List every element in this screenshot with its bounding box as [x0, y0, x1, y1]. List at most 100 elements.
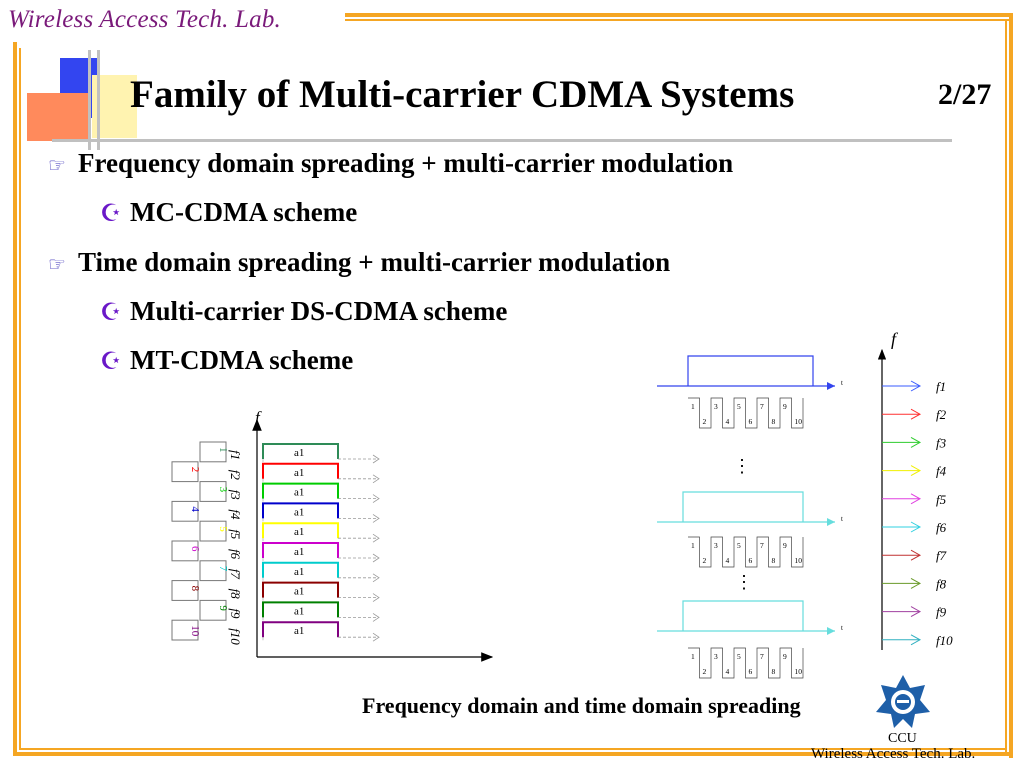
chip-number: 3 — [714, 652, 718, 661]
axis-label-f: f — [255, 408, 262, 427]
freq-label: f4 — [936, 464, 947, 479]
symbol-label: a1 — [294, 586, 304, 598]
chip-number: 3 — [714, 402, 718, 411]
chip-number: 10 — [795, 667, 803, 676]
chip-box: 2 — [171, 461, 201, 483]
chip-number: 4 — [189, 506, 201, 512]
symbol-label: a1 — [294, 467, 304, 479]
chip-number: 2 — [189, 467, 201, 473]
chip-number: 1 — [691, 652, 695, 661]
pointing-hand-icon: ☞ — [48, 254, 66, 276]
freq-label: f9 — [228, 608, 243, 619]
subcarrier-row: a1 — [262, 482, 380, 503]
subcarrier-row: a1 — [262, 502, 380, 523]
chip-number: 5 — [737, 402, 741, 411]
symbol-label: a1 — [294, 566, 304, 578]
freq-label: f7 — [936, 548, 947, 563]
chip-number: 6 — [189, 546, 201, 552]
chip-box: 4 — [171, 500, 201, 522]
subcarrier-row: a1 — [262, 462, 380, 484]
chip-number: 6 — [749, 667, 753, 676]
freq-label: f10 — [936, 633, 953, 648]
freq-label: f1 — [228, 450, 243, 460]
chip-number: 8 — [772, 417, 776, 426]
freq-arrow: f8 — [882, 576, 947, 591]
time-label: t — [841, 515, 843, 523]
freq-label: f6 — [936, 520, 947, 535]
time-label: t — [841, 624, 843, 632]
chip-number: 8 — [772, 667, 776, 676]
subcarrier-row: a1 — [262, 522, 380, 543]
freq-label: f9 — [936, 605, 947, 620]
bullet-text: Multi-carrier DS-CDMA scheme — [130, 296, 508, 326]
subcarrier-row: a1 — [262, 561, 380, 583]
freq-label: f10 — [228, 628, 243, 645]
subcarrier-row: a1 — [262, 601, 380, 622]
chip-number: 3 — [714, 541, 718, 550]
chip-box: 5 — [199, 520, 229, 542]
slide-title: Family of Multi-carrier CDMA Systems — [130, 73, 795, 116]
pointing-hand-icon: ☞ — [48, 155, 66, 177]
chip-number: 10 — [795, 556, 803, 565]
freq-label: f2 — [936, 407, 947, 422]
chip-number: 9 — [783, 652, 787, 661]
freq-label: f3 — [936, 435, 947, 450]
page-number: 2/27 — [938, 78, 992, 111]
lab-header: Wireless Access Tech. Lab. — [8, 6, 282, 33]
bullet-text: Frequency domain spreading + multi-carri… — [78, 148, 734, 178]
subcarrier-row: a1 — [262, 542, 380, 563]
freq-label: f3 — [228, 490, 243, 501]
chip-number: 3 — [217, 487, 229, 493]
chip-number: 2 — [703, 556, 707, 565]
chip-number: 4 — [726, 417, 730, 426]
freq-arrow: f9 — [882, 605, 947, 620]
subcarrier-row: a1 — [262, 621, 380, 642]
freq-label: f2 — [228, 470, 243, 481]
freq-label: f7 — [228, 569, 243, 580]
chip-number: 9 — [783, 541, 787, 550]
sub-bullet-mc-cdma: ☪MC-CDMA scheme — [100, 197, 357, 228]
symbol-label: a1 — [294, 526, 304, 538]
moon-star-icon: ☪ — [100, 349, 122, 375]
chip-number: 4 — [726, 556, 730, 565]
freq-label: f4 — [228, 509, 243, 520]
chip-number: 9 — [217, 605, 229, 611]
freq-arrow: f3 — [882, 435, 947, 450]
subcarrier-row: a1 — [262, 581, 380, 602]
freq-arrow: f10 — [882, 633, 953, 648]
freq-arrow: f2 — [882, 407, 947, 422]
sub-bullet-mt-cdma: ☪MT-CDMA scheme — [100, 345, 353, 376]
chip-number: 8 — [772, 556, 776, 565]
time-label: t — [841, 379, 843, 387]
ccu-logo-label: CCU — [888, 731, 917, 746]
chip-box: 1 — [199, 441, 229, 463]
ccu-logo — [876, 675, 930, 728]
chip-number: 2 — [703, 667, 707, 676]
chip-number: 10 — [189, 625, 201, 637]
chip-number: 1 — [217, 447, 229, 453]
freq-label: f5 — [936, 492, 947, 507]
chip-number: 7 — [217, 566, 229, 572]
footer-lab-name: Wireless Access Tech. Lab. — [811, 746, 976, 762]
freq-arrow: f7 — [882, 548, 947, 563]
chip-box: 3 — [199, 481, 229, 502]
symbol-label: a1 — [294, 546, 304, 558]
symbol-label: a1 — [294, 625, 304, 637]
symbol-label: a1 — [294, 447, 304, 459]
chip-number: 5 — [217, 526, 229, 532]
moon-star-icon: ☪ — [100, 201, 122, 227]
freq-arrow: f4 — [882, 464, 947, 479]
chip-number: 6 — [749, 417, 753, 426]
chip-box: 6 — [171, 540, 201, 562]
freq-label: f6 — [228, 549, 243, 560]
chip-number: 7 — [760, 402, 764, 411]
figure-caption: Frequency domain and time domain spreadi… — [362, 693, 801, 718]
